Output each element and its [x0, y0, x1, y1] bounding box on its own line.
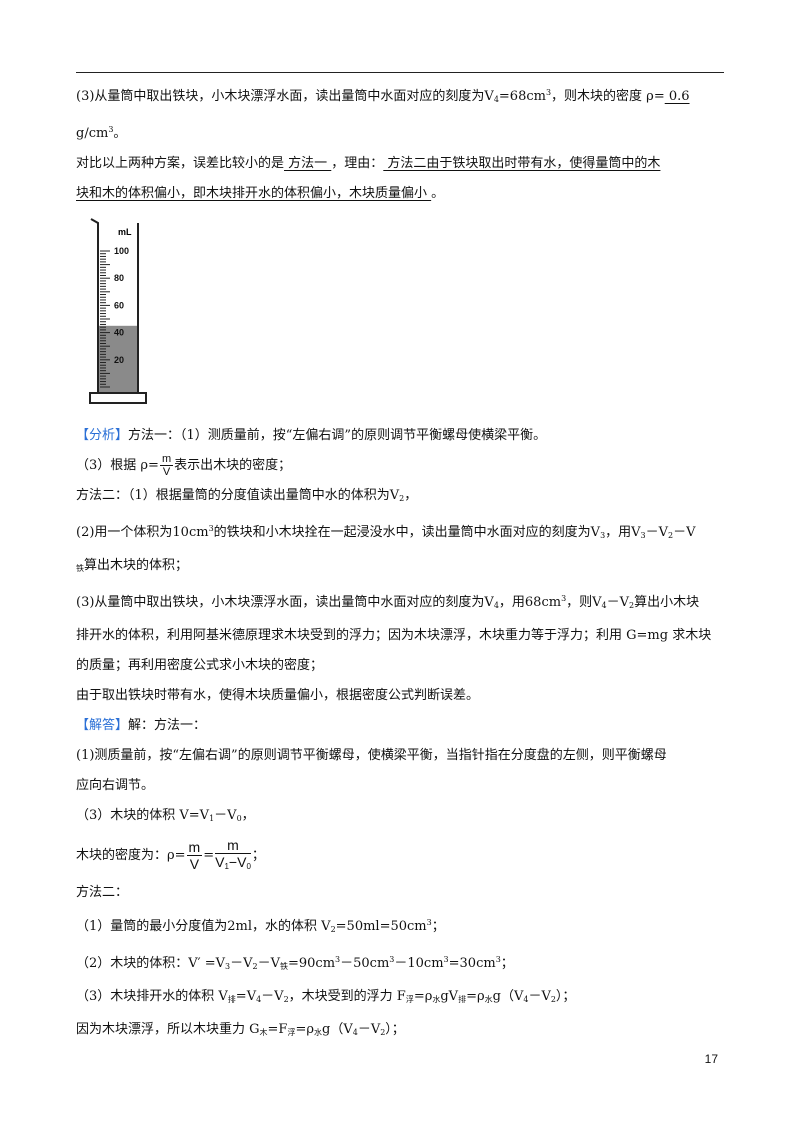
solution-line-3: 应向右调节。	[76, 778, 155, 793]
solution-line-7: （1）量筒的最小分度值为2ml，水的体积 V2=50ml=50cm3；	[76, 918, 445, 934]
measuring-cylinder: 100 80 60 40 20 mL	[89, 218, 147, 404]
method-answer: 方法一	[284, 156, 332, 171]
cylinder-unit-label: mL	[118, 227, 132, 237]
reason-answer: 方法二由于铁块取出时带有水，使得量筒中的木	[383, 156, 661, 171]
solution-line-6: 方法二：	[76, 885, 129, 900]
solution-tag: 【解答】	[76, 718, 129, 733]
page-number: 17	[704, 1052, 718, 1066]
solution-line-10: 因为木块漂浮，所以木块重力 G木=F浮=ρ水g（V4－V2）；	[76, 1022, 405, 1037]
solution-line-1: 【解答】解：方法一：	[76, 718, 207, 733]
scale-label: 100	[114, 246, 129, 256]
analysis-line-3: 方法二：（1）根据量筒的分度值读出量筒中水的体积为V2，	[76, 488, 418, 503]
analysis-line-1: 【分析】方法一：（1）测质量前，按“左偏右调”的原则调节平衡螺母使横梁平衡。	[76, 428, 547, 443]
density-answer: 0.6	[664, 89, 690, 104]
measuring-cylinder-figure: 100 80 60 40 20 mL	[88, 213, 728, 417]
answer-line-2: g/cm3。	[76, 125, 127, 141]
solution-line-4: （3）木块的体积 V=V1－V0，	[76, 808, 255, 823]
scale-label: 80	[114, 273, 124, 283]
cylinder-wall	[90, 218, 139, 393]
solution-line-8: （2）木块的体积：V′ =V3－V2－V铁=90cm3－50cm3－10cm3=…	[76, 955, 514, 971]
solution-line-9: （3）木块排开水的体积 V排=V4－V2，木块受到的浮力 F浮=ρ水gV排=ρ水…	[76, 989, 576, 1004]
analysis-line-8: 的质量；再利用密度公式求小木块的密度；	[76, 658, 324, 673]
analysis-line-9: 由于取出铁块时带有水，使得木块质量偏小，根据密度公式判断误差。	[76, 688, 480, 703]
cylinder-scale: 100 80 60 40 20	[100, 246, 129, 388]
analysis-line-4: (2)用一个体积为10cm3的铁块和小木块拴在一起浸没水中，读出量筒中水面对应的…	[76, 524, 696, 540]
scale-label: 60	[114, 300, 124, 310]
analysis-tag: 【分析】	[76, 428, 129, 443]
cylinder-base	[89, 392, 147, 404]
analysis-line-6: (3)从量筒中取出铁块，小木块漂浮水面，读出量筒中水面对应的刻度为V4，用68c…	[76, 594, 700, 610]
analysis-line-5: 铁算出木块的体积；	[76, 558, 189, 573]
solution-line-2: (1)测质量前，按“左偏右调”的原则调节平衡螺母，使横梁平衡，当指针指在分度盘的…	[76, 748, 667, 763]
scale-label: 20	[114, 355, 124, 365]
compare-line-1: 对比以上两种方案，误差比较小的是 方法一 ，理由： 方法二由于铁块取出时带有水，…	[76, 156, 661, 171]
page-content: (3)从量筒中取出铁块，小木块漂浮水面，读出量筒中水面对应的刻度为V4=68cm…	[76, 78, 728, 1048]
compare-line-2: 块和木的体积偏小，即木块排开水的体积偏小，木块质量偏小 。	[76, 186, 445, 201]
scale-label: 40	[114, 328, 124, 338]
analysis-line-7: 排开水的体积，利用阿基米德原理求木块受到的浮力；因为木块漂浮，木块重力等于浮力；…	[76, 628, 712, 643]
header-rule	[76, 72, 724, 73]
answer-line-1: (3)从量筒中取出铁块，小木块漂浮水面，读出量筒中水面对应的刻度为V4=68cm…	[76, 88, 690, 104]
